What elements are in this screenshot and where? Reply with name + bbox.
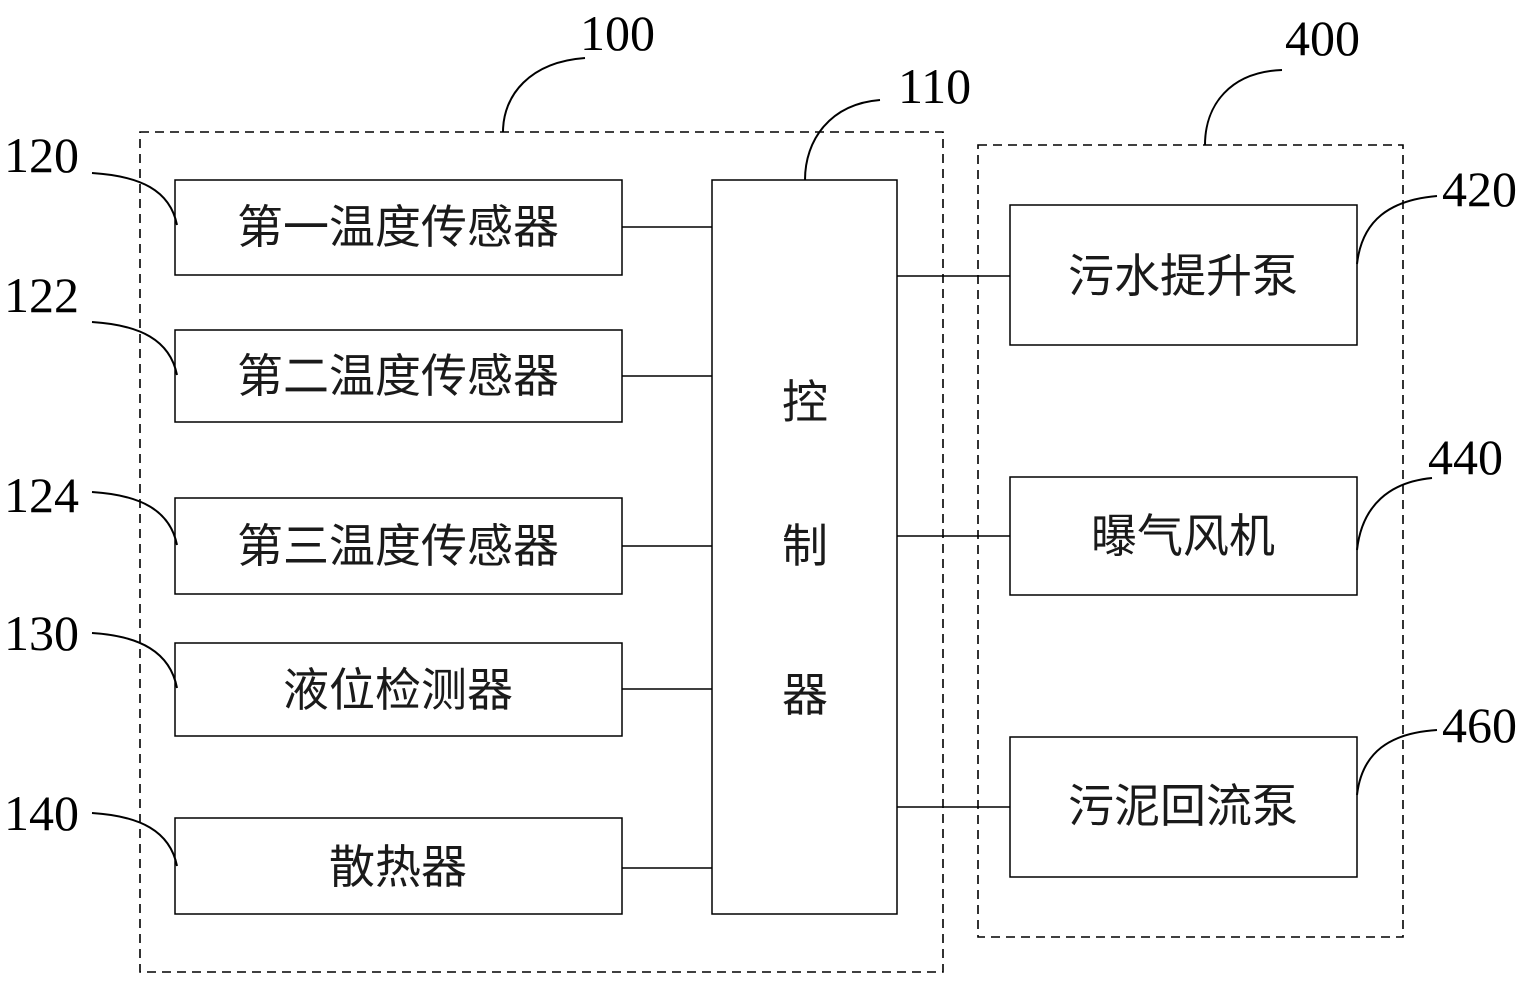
sensor-3-label: 第三温度传感器 xyxy=(237,519,559,573)
group-100-boundary xyxy=(139,131,944,973)
leader-140 xyxy=(91,812,178,867)
aeration-blower-label: 曝气风机 xyxy=(1091,509,1275,563)
ref-110: 110 xyxy=(898,58,971,114)
sewage-lift-pump-box xyxy=(1009,204,1358,346)
sensor-2-label: 第二温度传感器 xyxy=(237,349,559,403)
leader-100 xyxy=(502,57,586,133)
radiator-label: 散热器 xyxy=(329,840,467,894)
ref-460: 460 xyxy=(1442,697,1517,753)
sensor-2-box xyxy=(174,329,623,423)
controller-label-char-3: 器 xyxy=(782,668,828,722)
leader-130 xyxy=(91,632,178,689)
leader-420 xyxy=(1356,195,1438,265)
controller-box xyxy=(711,179,898,915)
ref-400: 400 xyxy=(1285,10,1360,66)
ref-130: 130 xyxy=(4,605,79,661)
sewage-lift-pump-label: 污水提升泵 xyxy=(1068,249,1298,303)
ref-440: 440 xyxy=(1428,429,1503,485)
ref-122: 122 xyxy=(4,267,79,323)
ref-124: 124 xyxy=(4,467,79,523)
sludge-return-pump-box xyxy=(1009,736,1358,878)
ref-420: 420 xyxy=(1442,161,1517,217)
ref-120: 120 xyxy=(4,127,79,183)
sensor-1-label: 第一温度传感器 xyxy=(237,200,559,254)
group-400-boundary xyxy=(977,144,1404,938)
sensor-1-box xyxy=(174,179,623,276)
level-detector-box xyxy=(174,642,623,737)
leader-440 xyxy=(1356,477,1433,551)
controller-label-char-2: 制 xyxy=(782,519,828,573)
level-detector-label: 液位检测器 xyxy=(283,663,513,717)
aeration-blower-box xyxy=(1009,476,1358,596)
ref-140: 140 xyxy=(4,785,79,841)
radiator-box xyxy=(174,817,623,915)
controller-label-char-1: 控 xyxy=(782,375,828,429)
leader-110 xyxy=(804,99,881,181)
leader-122 xyxy=(91,321,178,376)
sensor-3-box xyxy=(174,497,623,595)
leader-124 xyxy=(91,491,178,546)
leader-400 xyxy=(1204,69,1283,146)
sludge-return-pump-label: 污泥回流泵 xyxy=(1068,779,1298,833)
leader-120 xyxy=(91,172,178,226)
ref-100: 100 xyxy=(580,5,655,61)
leader-460 xyxy=(1356,729,1438,796)
